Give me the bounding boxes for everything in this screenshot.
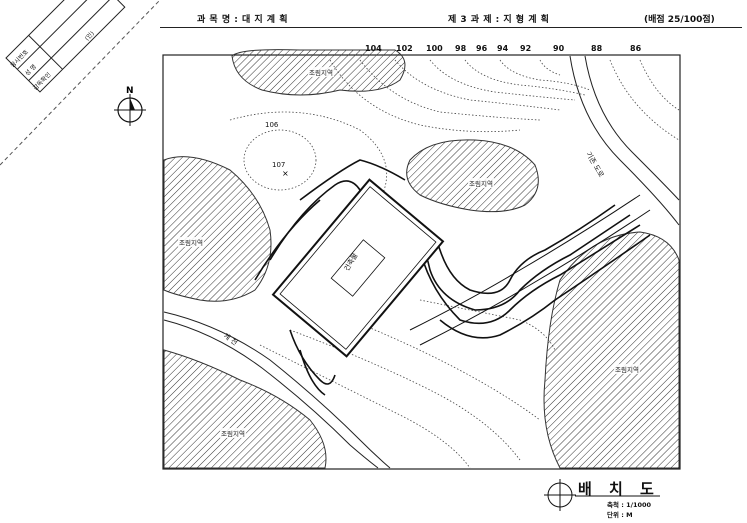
stamp-box [5,0,126,93]
elevation-107: 107 [272,161,286,169]
elevation-106: 106 [265,121,279,129]
task-title: 제 3 과 제 : 지 형 계 획 [448,15,550,25]
header-rule [160,27,742,28]
woods-area-bottom-left [163,349,327,469]
legend-north-symbol [544,479,576,511]
building [271,178,445,358]
contour-label-90: 90 [553,44,565,53]
woods-area-left [163,156,272,302]
existing-road [569,55,680,226]
contour-lines [229,59,680,469]
contour-label-102: 102 [396,44,413,53]
drawing-title: 배 치 도 [578,480,660,498]
contour-label-100: 100 [426,44,443,53]
spot-mark: × [282,169,289,178]
woods-area-right [543,231,680,469]
woods-label-right: 조림지역 [614,364,640,374]
drawing-scale: 축척 : 1/1000 [607,501,652,509]
woods-area-center [406,139,539,213]
contour-label-94: 94 [497,44,509,53]
contour-label-88: 88 [591,44,603,53]
contour-label-86: 86 [630,44,642,53]
score-label: (배점 25/100점) [644,15,715,25]
woods-label-left: 조림지역 [178,237,204,247]
woods-label-top: 조림지역 [308,67,334,77]
woods-label-bottom-left: 조림지역 [220,428,246,438]
svg-text:N: N [126,86,134,96]
access-road-band [409,194,651,346]
plan-frame [162,54,681,470]
drawing-unit: 단위 : M [607,511,633,519]
woods-label-center: 조림지역 [468,178,494,188]
stream [163,311,391,469]
subject-title: 과 목 명 : 대 지 계 획 [197,15,288,25]
north-arrow-icon: N [114,86,146,126]
contour-label-96: 96 [476,44,488,53]
contour-label-104: 104 [365,44,382,53]
contour-label-92: 92 [520,44,532,53]
cut-line [0,0,161,166]
contour-label-98: 98 [455,44,467,53]
